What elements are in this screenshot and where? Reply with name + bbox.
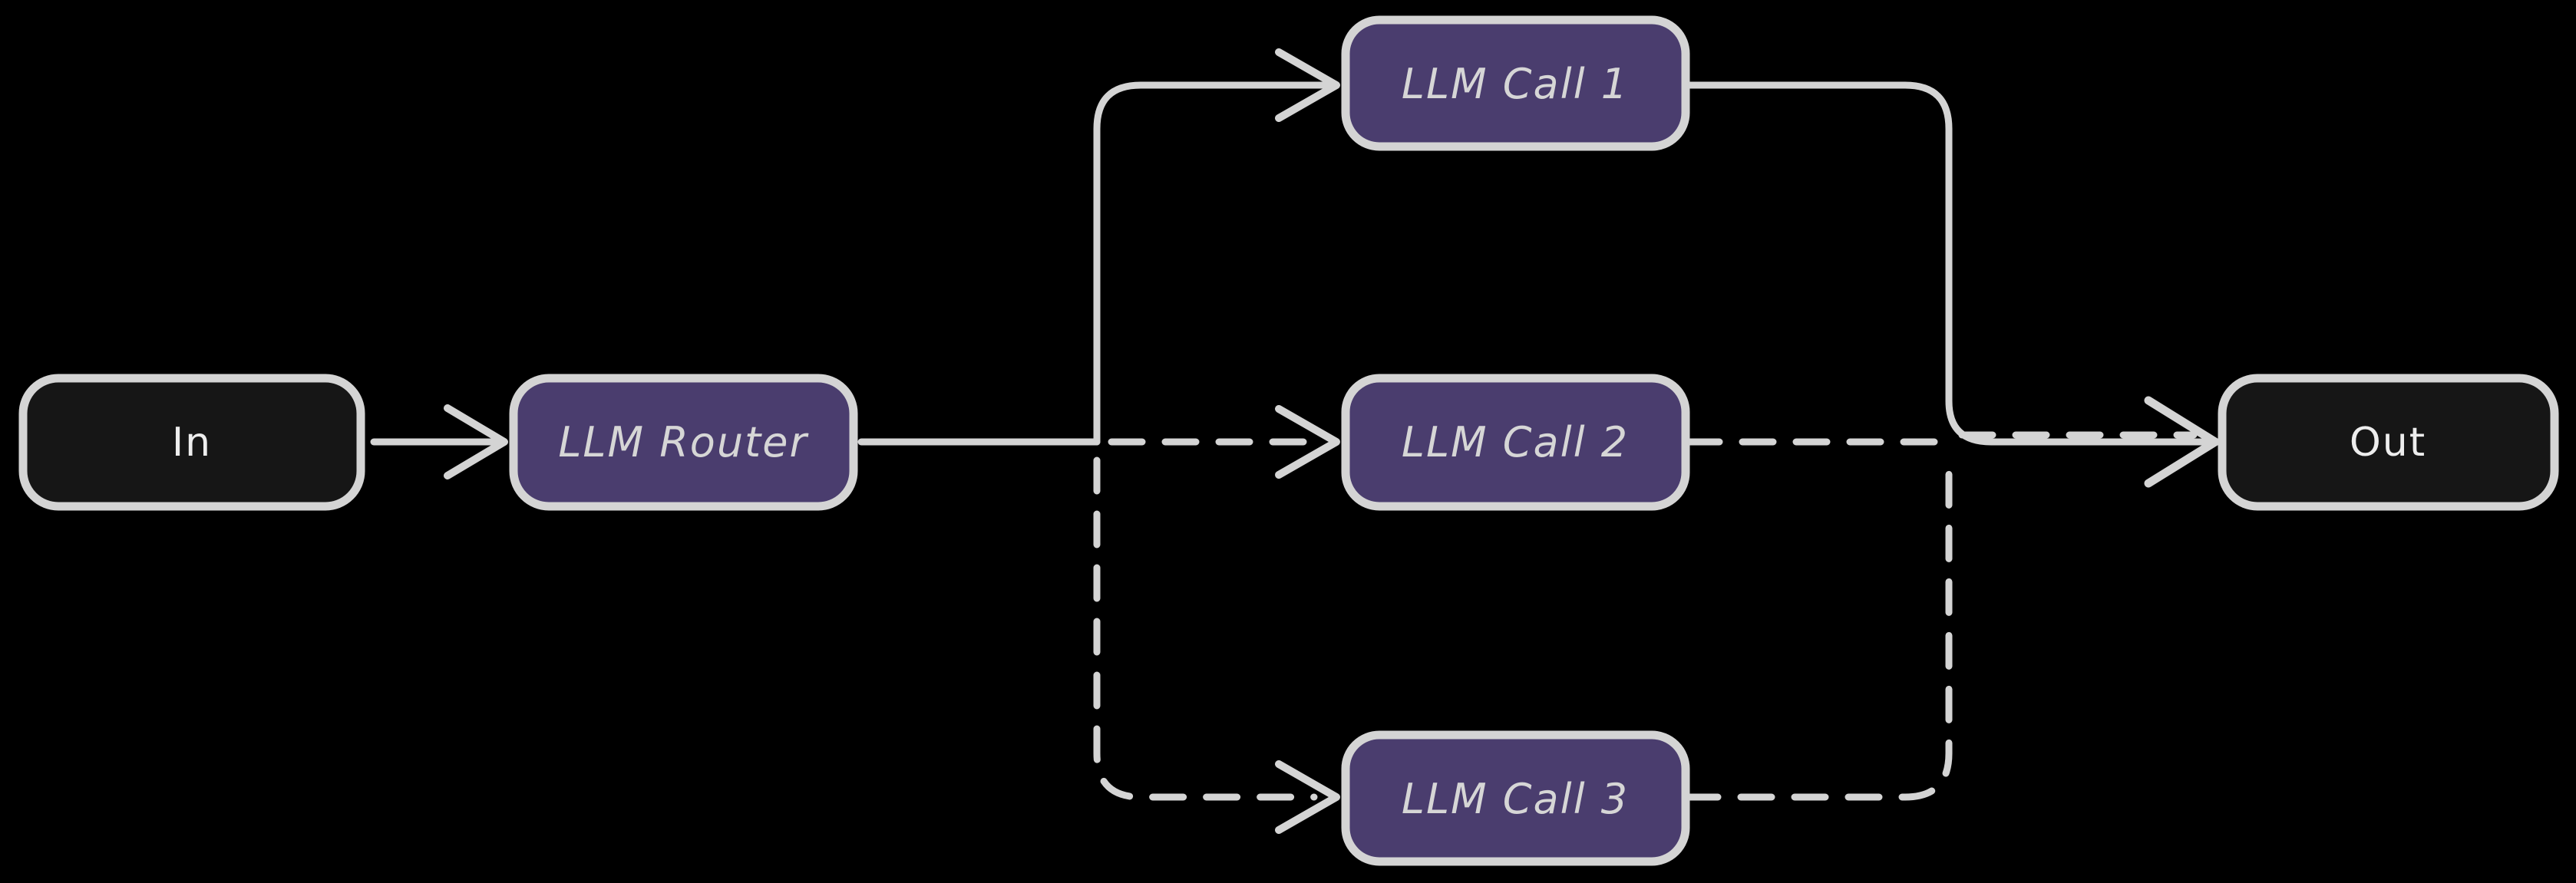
edge-call3-to-junction bbox=[1683, 464, 1953, 801]
edge-branch-to-call3 bbox=[1093, 456, 1318, 801]
arrowhead-into-router bbox=[444, 404, 508, 479]
node-in-label: In bbox=[172, 420, 212, 466]
node-llm-call-3: LLM Call 3 bbox=[1341, 730, 1690, 866]
node-llm-call-2-shape bbox=[1341, 374, 1690, 511]
edges-layer bbox=[370, 48, 2220, 834]
arrowhead-into-call1 bbox=[1275, 48, 1340, 122]
arrowhead-into-call3 bbox=[1275, 760, 1340, 834]
node-out: Out bbox=[2218, 374, 2559, 511]
edge-branch-to-call1 bbox=[1093, 81, 1332, 446]
node-llm-call-1-label: LLM Call 1 bbox=[1402, 60, 1629, 108]
node-llm-call-3-shape bbox=[1341, 730, 1690, 866]
arrowhead-into-out bbox=[2144, 396, 2220, 488]
node-llm-call-3-label: LLM Call 3 bbox=[1402, 775, 1629, 823]
node-in: In bbox=[18, 374, 365, 511]
node-llm-call-2-label: LLM Call 2 bbox=[1402, 418, 1629, 466]
node-llm-call-1-shape bbox=[1341, 15, 1690, 151]
node-in-shape bbox=[18, 374, 365, 511]
node-llm-call-1: LLM Call 1 bbox=[1341, 15, 1690, 151]
node-llm-router: LLM Router bbox=[509, 374, 858, 511]
node-llm-call-2: LLM Call 2 bbox=[1341, 374, 1690, 511]
arrowhead-into-call2 bbox=[1275, 405, 1340, 479]
node-llm-router-shape bbox=[509, 374, 858, 511]
node-out-label: Out bbox=[2350, 420, 2426, 466]
node-llm-router-label: LLM Router bbox=[558, 418, 808, 466]
node-out-shape bbox=[2218, 374, 2559, 511]
edge-call1-to-out bbox=[1683, 81, 2208, 446]
